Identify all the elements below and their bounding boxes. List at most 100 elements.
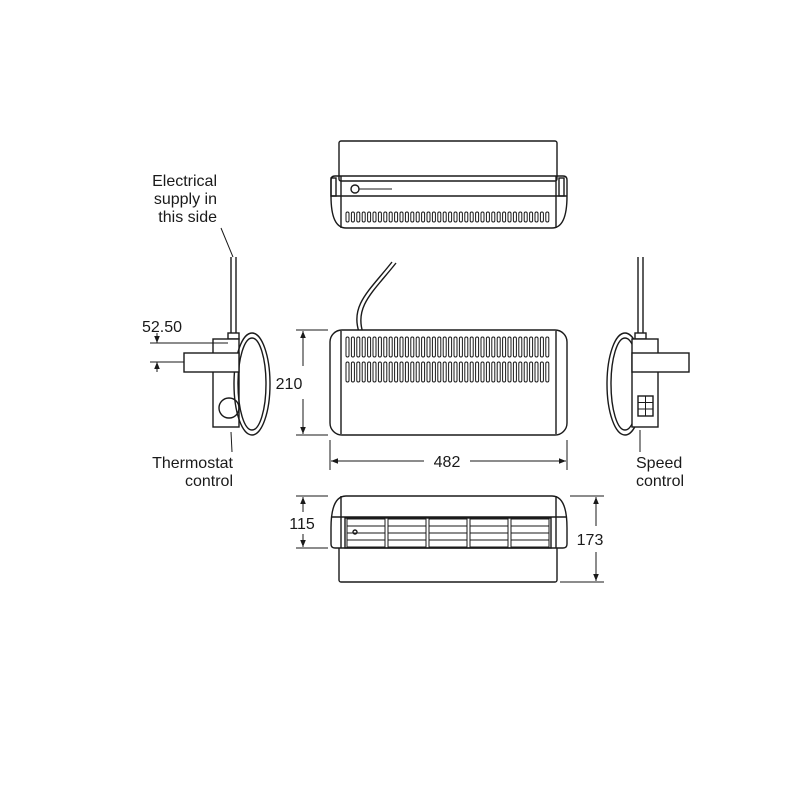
- grille-slot: [469, 211, 474, 223]
- grille-slot: [415, 361, 420, 383]
- grille-slot: [496, 336, 501, 358]
- grille-slot: [475, 336, 480, 358]
- grille-slot: [367, 211, 372, 223]
- grille-slot: [410, 336, 415, 358]
- grille-slot: [394, 361, 399, 383]
- front-view: [329, 261, 568, 436]
- grille-slot: [437, 211, 442, 223]
- grille-slot: [469, 361, 474, 383]
- grille-slot: [388, 336, 393, 358]
- grille-slot: [442, 336, 447, 358]
- grille-slot: [421, 336, 426, 358]
- grille-slot: [356, 361, 361, 383]
- grille-slot: [345, 211, 350, 223]
- top-view: [330, 140, 568, 229]
- grille-slot: [442, 211, 447, 223]
- grille-slot: [464, 211, 469, 223]
- dim-depth-total: 173: [577, 532, 604, 549]
- grille-slot: [523, 211, 528, 223]
- grille-slot: [361, 361, 366, 383]
- grille-slot: [372, 361, 377, 383]
- grille-slot: [545, 336, 550, 358]
- left-side-view: [150, 257, 271, 436]
- grille-slot: [539, 336, 544, 358]
- bottom-view: [330, 495, 568, 583]
- grille-slot: [469, 336, 474, 358]
- grille-slot: [377, 336, 382, 358]
- grille-slot: [512, 336, 517, 358]
- grille-slot: [485, 211, 490, 223]
- thermostat-knob-icon[interactable]: [218, 397, 240, 419]
- bottom-louvres: [346, 518, 550, 548]
- grille-slot: [426, 211, 431, 223]
- grille-slot: [448, 211, 453, 223]
- grille-slot: [431, 361, 436, 383]
- grille-slot: [350, 211, 355, 223]
- grille-slot: [507, 336, 512, 358]
- grille-slot: [539, 211, 544, 223]
- grille-slot: [523, 361, 528, 383]
- grille-slot: [534, 361, 539, 383]
- grille-slot: [399, 361, 404, 383]
- grille-slot: [496, 211, 501, 223]
- grille-slot: [502, 211, 507, 223]
- grille-slot: [453, 211, 458, 223]
- grille-slot: [367, 361, 372, 383]
- dim-width: 482: [434, 454, 461, 471]
- grille-slot: [388, 361, 393, 383]
- grille-slot: [404, 336, 409, 358]
- dim-depth-front: 115: [289, 516, 315, 533]
- grille-slot: [480, 211, 485, 223]
- grille-slot: [529, 211, 534, 223]
- grille-slot: [399, 336, 404, 358]
- grille-slot: [431, 336, 436, 358]
- grille-slot: [372, 336, 377, 358]
- grille-slot: [512, 361, 517, 383]
- grille-slot: [394, 211, 399, 223]
- grille-slot: [345, 361, 350, 383]
- grille-slot: [464, 336, 469, 358]
- speed-switch-icon[interactable]: [637, 395, 654, 417]
- grille-slot: [507, 211, 512, 223]
- grille-slot: [345, 336, 350, 358]
- grille-slot: [421, 361, 426, 383]
- electrical-label-line2: supply in: [154, 191, 217, 208]
- grille-slot: [421, 211, 426, 223]
- grille-slot: [518, 361, 523, 383]
- grille-slot: [529, 336, 534, 358]
- grille-slot: [415, 336, 420, 358]
- grille-slot: [442, 361, 447, 383]
- grille-slot: [545, 361, 550, 383]
- grille-slot: [491, 211, 496, 223]
- front-grille-lower: [345, 361, 550, 383]
- grille-slot: [464, 361, 469, 383]
- grille-slot: [377, 211, 382, 223]
- speed-label-line1: Speed: [636, 455, 682, 472]
- grille-slot: [480, 361, 485, 383]
- grille-slot: [410, 211, 415, 223]
- grille-slot: [350, 336, 355, 358]
- grille-slot: [491, 336, 496, 358]
- grille-slot: [383, 361, 388, 383]
- grille-slot: [480, 336, 485, 358]
- grille-slot: [485, 361, 490, 383]
- grille-slot: [475, 211, 480, 223]
- grille-slot: [350, 361, 355, 383]
- grille-slot: [475, 361, 480, 383]
- grille-slot: [453, 361, 458, 383]
- grille-slot: [502, 361, 507, 383]
- grille-slot: [361, 211, 366, 223]
- grille-slot: [356, 211, 361, 223]
- speed-label-line2: control: [636, 473, 684, 490]
- grille-slot: [388, 211, 393, 223]
- grille-slot: [518, 211, 523, 223]
- grille-slot: [437, 336, 442, 358]
- grille-slot: [496, 361, 501, 383]
- grille-slot: [448, 336, 453, 358]
- grille-slot: [485, 336, 490, 358]
- grille-slot: [404, 211, 409, 223]
- grille-slot: [394, 336, 399, 358]
- electrical-label-line1: Electrical: [152, 173, 217, 190]
- grille-slot: [512, 211, 517, 223]
